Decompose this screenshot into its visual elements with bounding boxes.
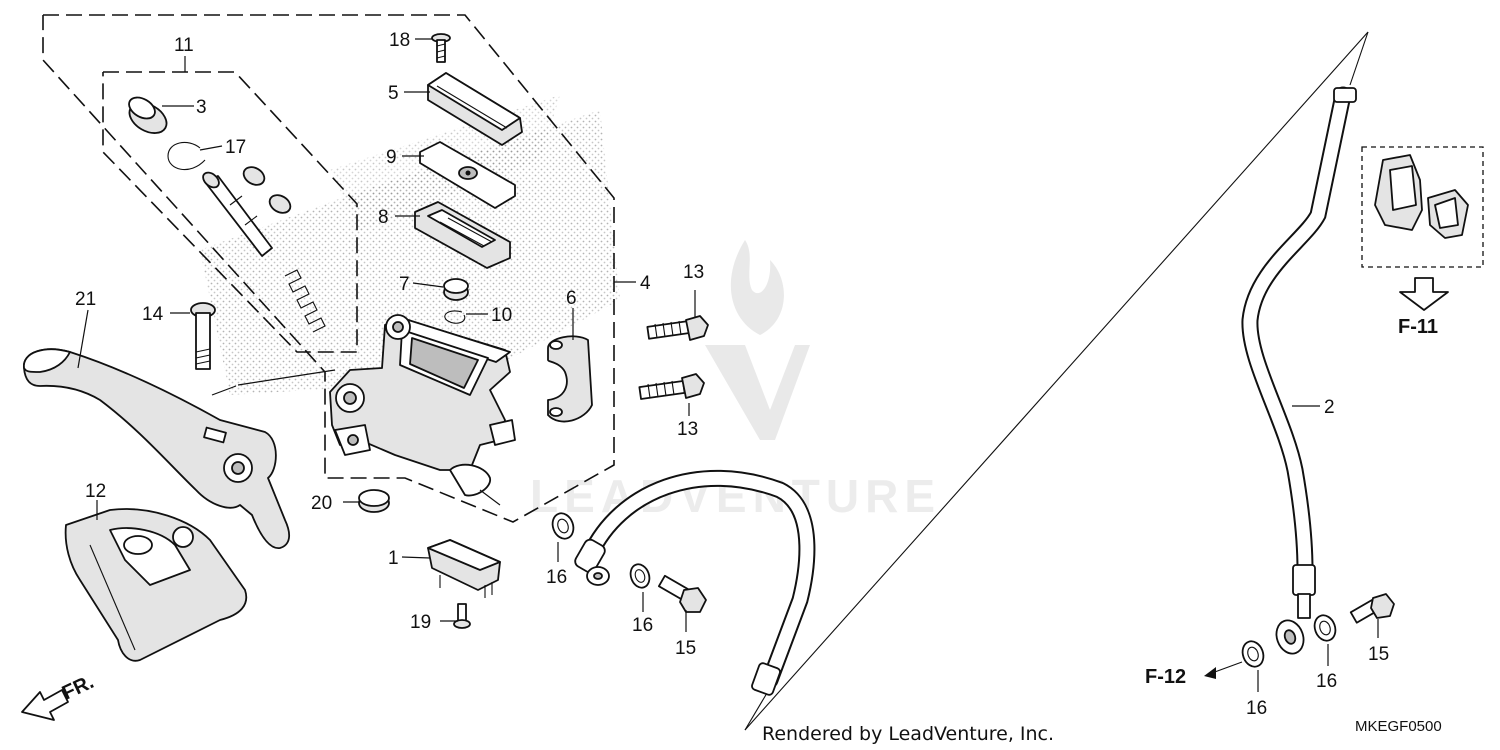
circlip-17 — [167, 141, 206, 171]
bolt-13-lower — [638, 373, 705, 400]
diagram-code: MKEGF0500 — [1355, 718, 1442, 735]
washer-16-b — [629, 563, 651, 589]
callout-6: 6 — [566, 288, 577, 309]
reservoir-cap-5 — [427, 72, 523, 146]
callout-1: 1 — [388, 548, 399, 569]
callout-5: 5 — [388, 83, 399, 104]
callout-20: 20 — [311, 493, 332, 514]
screw-18 — [431, 33, 451, 63]
banjo-bolt-15-right — [1349, 593, 1395, 624]
callout-17: 17 — [225, 137, 246, 158]
callout-11: 11 — [174, 35, 194, 56]
washer-16-d — [1313, 614, 1337, 642]
callout-15-right: 15 — [1368, 644, 1389, 665]
callout-7: 7 — [399, 274, 410, 295]
callout-16-b: 16 — [632, 615, 653, 636]
callout-16-a: 16 — [546, 567, 567, 588]
brake-switch-1 — [427, 539, 501, 598]
f11-inset-parts — [1374, 154, 1469, 239]
callout-14: 14 — [142, 304, 164, 325]
callout-12: 12 — [85, 481, 106, 502]
circlip-10 — [444, 310, 466, 324]
lever-cover-12 — [64, 508, 248, 662]
front-direction-arrow — [21, 689, 69, 721]
ref-f11: F-11 — [1398, 316, 1438, 338]
callout-15-left: 15 — [675, 638, 696, 659]
callout-8: 8 — [378, 207, 389, 228]
callout-9: 9 — [386, 147, 397, 168]
callout-16-d: 16 — [1316, 671, 1337, 692]
callout-18: 18 — [389, 30, 410, 51]
f11-inset-boundary — [1361, 146, 1484, 268]
callout-3: 3 — [196, 97, 207, 118]
holder-clamp-6 — [547, 335, 593, 423]
callout-13-lower: 13 — [677, 419, 698, 440]
brake-hose-2 — [1241, 86, 1357, 655]
piston-assembly — [202, 166, 292, 257]
diaphragm-8 — [414, 201, 511, 269]
callout-2: 2 — [1324, 397, 1335, 418]
callout-19: 19 — [410, 612, 431, 633]
callout-10: 10 — [491, 305, 512, 326]
brake-hose-upper — [574, 469, 816, 696]
ref-f12: F-12 — [1145, 666, 1186, 688]
rendered-by-credit: Rendered by LeadVenture, Inc. — [762, 723, 1054, 745]
callout-4: 4 — [640, 273, 651, 294]
master-cylinder-body — [329, 314, 516, 506]
screw-19 — [453, 603, 471, 629]
f12-arrow — [1204, 661, 1243, 679]
callout-21: 21 — [75, 289, 96, 310]
f11-down-arrow — [1399, 277, 1449, 311]
watermark-logo — [705, 240, 810, 440]
washer-16-c — [1241, 640, 1265, 668]
pivot-bolt-14 — [190, 302, 216, 370]
callout-13-upper: 13 — [683, 262, 704, 283]
hose-2-guide-lines — [744, 31, 1369, 731]
diaphragm-plate-9 — [419, 141, 516, 209]
float-7 — [443, 278, 469, 301]
brake-lever-21 — [23, 348, 291, 549]
banjo-bolt-15-left — [657, 574, 707, 613]
cap-20 — [358, 489, 390, 513]
washer-16-a — [551, 512, 575, 540]
callout-16-c: 16 — [1246, 698, 1267, 719]
bolt-13-upper — [646, 315, 709, 341]
assembly-4-boundary — [42, 14, 615, 523]
spring — [284, 269, 326, 333]
boot-3 — [128, 96, 168, 134]
leader-lines — [77, 38, 1379, 692]
